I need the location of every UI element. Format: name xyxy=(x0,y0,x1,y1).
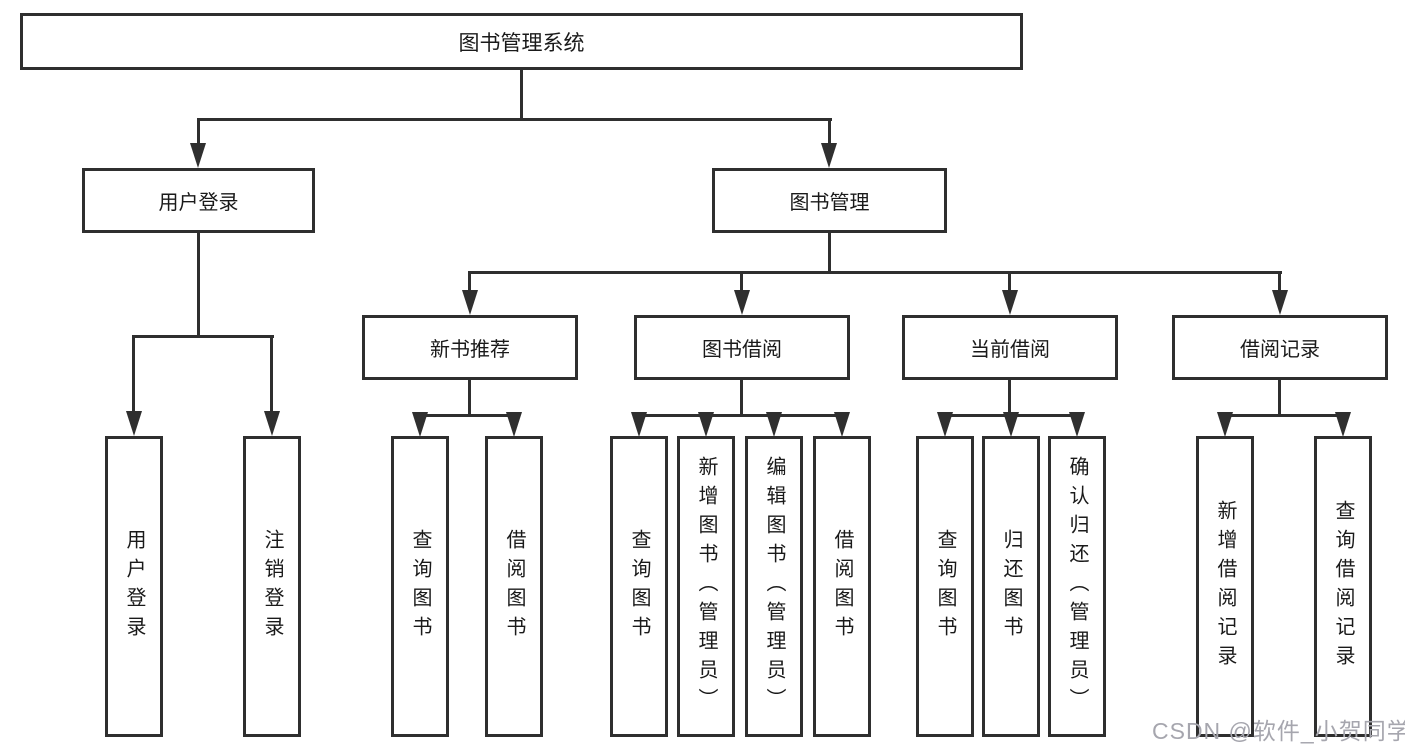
arrowhead-icon xyxy=(1003,412,1019,437)
node-label: 借阅记录 xyxy=(1240,339,1320,361)
node-label: 归还图书 xyxy=(1000,528,1022,645)
node-label: 查询借阅记录 xyxy=(1332,499,1354,674)
leaf-return-books: 归还图书 xyxy=(982,436,1040,737)
leaf-query-books-borrowing: 查询图书 xyxy=(610,436,668,737)
connector-line xyxy=(1008,380,1011,416)
connector-line xyxy=(197,120,200,145)
connector-line xyxy=(828,120,831,145)
node-label: 注销登录 xyxy=(261,528,283,645)
arrowhead-icon xyxy=(698,412,714,437)
csdn-watermark: CSDN @软件_小贺同学 xyxy=(1152,718,1405,744)
arrowhead-icon xyxy=(821,143,837,168)
arrowhead-icon xyxy=(506,412,522,437)
arrowhead-icon xyxy=(834,412,850,437)
node-new-book-recommend: 新书推荐 xyxy=(362,315,578,380)
node-label: 查询图书 xyxy=(409,528,431,645)
node-label: 借阅图书 xyxy=(503,528,525,645)
node-label: 新增图书（管理员） xyxy=(695,456,717,717)
leaf-user-login: 用户登录 xyxy=(105,436,163,737)
node-label: 用户登录 xyxy=(158,192,239,214)
connector-line xyxy=(828,233,831,273)
connector-line xyxy=(1278,380,1281,416)
node-label: 查询图书 xyxy=(628,528,650,645)
connector-line xyxy=(468,273,471,292)
node-borrowing-records: 借阅记录 xyxy=(1172,315,1388,380)
node-library-management-system: 图书管理系统 xyxy=(20,13,1023,70)
arrowhead-icon xyxy=(1272,290,1288,315)
arrowhead-icon xyxy=(1002,290,1018,315)
connector-line xyxy=(197,233,200,337)
arrowhead-icon xyxy=(190,143,206,168)
arrowhead-icon xyxy=(766,412,782,437)
leaf-confirm-return-admin: 确认归还（管理员） xyxy=(1048,436,1106,737)
node-book-borrowing: 图书借阅 xyxy=(634,315,850,380)
connector-line xyxy=(740,273,743,292)
leaf-borrow-books: 借阅图书 xyxy=(813,436,871,737)
connector-line xyxy=(132,335,274,338)
leaf-query-books-recommend: 查询图书 xyxy=(391,436,449,737)
connector-line xyxy=(740,380,743,416)
arrowhead-icon xyxy=(1069,412,1085,437)
node-label: 当前借阅 xyxy=(970,339,1050,361)
connector-line xyxy=(637,414,844,417)
arrowhead-icon xyxy=(1217,412,1233,437)
leaf-edit-books-admin: 编辑图书（管理员） xyxy=(745,436,803,737)
node-label: 图书管理 xyxy=(789,192,870,214)
node-label: 图书借阅 xyxy=(702,339,782,361)
connector-line xyxy=(468,380,471,416)
leaf-query-borrow-record: 查询借阅记录 xyxy=(1314,436,1372,737)
node-user-login: 用户登录 xyxy=(82,168,315,233)
connector-line xyxy=(132,337,135,412)
node-label: 用户登录 xyxy=(123,528,145,645)
leaf-borrow-books-recommend: 借阅图书 xyxy=(485,436,543,737)
arrowhead-icon xyxy=(1335,412,1351,437)
arrowhead-icon xyxy=(264,411,280,436)
node-label: 新书推荐 xyxy=(430,339,510,361)
connector-line xyxy=(1008,273,1011,292)
arrowhead-icon xyxy=(126,411,142,436)
connector-line xyxy=(1278,273,1281,292)
connector-line xyxy=(197,118,832,121)
leaf-add-borrow-record: 新增借阅记录 xyxy=(1196,436,1254,737)
arrowhead-icon xyxy=(412,412,428,437)
connector-line xyxy=(468,271,1282,274)
arrowhead-icon xyxy=(462,290,478,315)
node-label: 新增借阅记录 xyxy=(1214,499,1236,674)
node-label: 编辑图书（管理员） xyxy=(763,456,785,717)
connector-line xyxy=(520,70,523,118)
node-book-management: 图书管理 xyxy=(712,168,947,233)
node-current-borrowing: 当前借阅 xyxy=(902,315,1118,380)
node-label: 借阅图书 xyxy=(831,528,853,645)
connector-line xyxy=(418,414,516,417)
arrowhead-icon xyxy=(937,412,953,437)
node-label: 图书管理系统 xyxy=(458,31,585,55)
leaf-logout: 注销登录 xyxy=(243,436,301,737)
node-label: 查询图书 xyxy=(934,528,956,645)
connector-line xyxy=(270,337,273,412)
node-label: 确认归还（管理员） xyxy=(1066,456,1088,717)
leaf-query-books-current: 查询图书 xyxy=(916,436,974,737)
leaf-add-books-admin: 新增图书（管理员） xyxy=(677,436,735,737)
arrowhead-icon xyxy=(734,290,750,315)
arrowhead-icon xyxy=(631,412,647,437)
connector-line xyxy=(1223,414,1345,417)
